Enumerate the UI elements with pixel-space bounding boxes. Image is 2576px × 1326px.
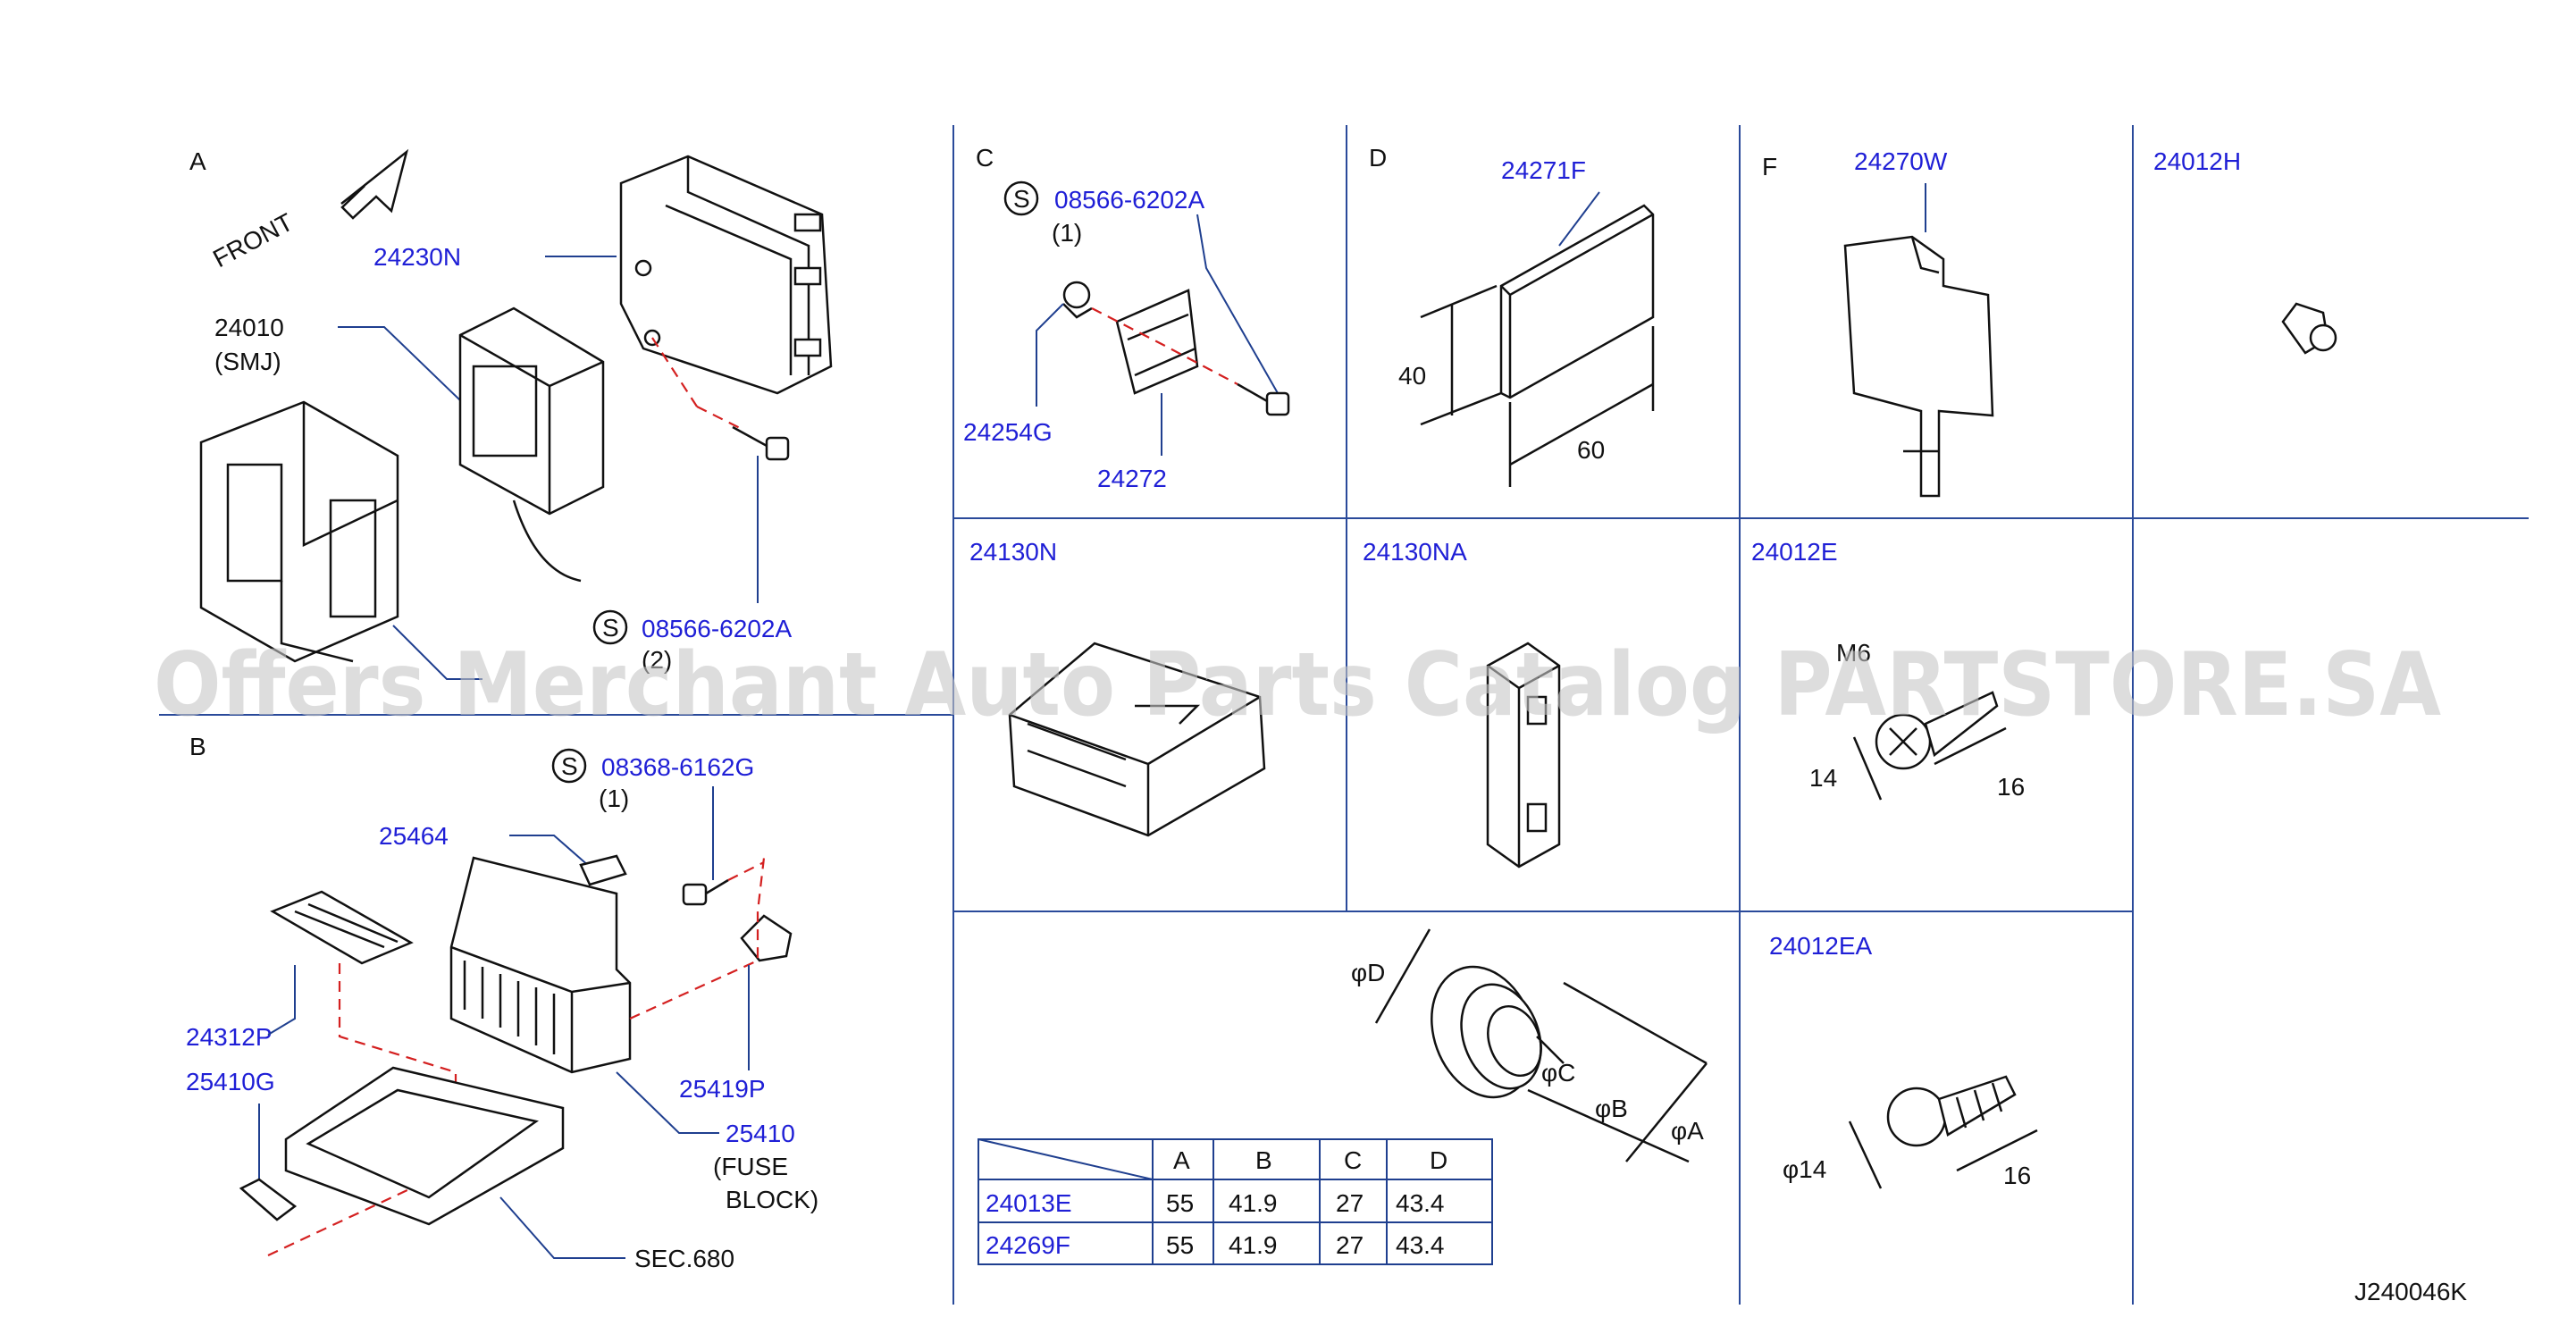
part-25464[interactable]: 25464	[379, 822, 449, 850]
dimension-60-label: 60	[1577, 436, 1605, 464]
part-24272[interactable]: 24272	[1097, 465, 1167, 492]
part-08566-6202A-a[interactable]: 08566-6202A	[642, 615, 792, 642]
dimension-60	[1508, 326, 1655, 487]
section-d-label: D	[1369, 144, 1387, 172]
s-symbol-c: S	[1013, 185, 1030, 213]
relay-tray-drawing	[270, 890, 414, 965]
dimension-m6-label: M6	[1836, 639, 1871, 667]
s-symbol-icon	[551, 748, 587, 784]
bolt-24012ea-drawing	[1886, 1075, 2017, 1147]
dimension-e14-label: 14	[1809, 764, 1837, 792]
table-row-part[interactable]: 24013E	[986, 1189, 1072, 1217]
table-cell: 43.4	[1396, 1189, 1445, 1217]
part-24270W[interactable]: 24270W	[1854, 147, 1948, 175]
clip-24012h-drawing	[2281, 302, 2337, 355]
part-25410-sub1: (FUSE	[713, 1153, 788, 1180]
cover-drawing	[284, 1066, 565, 1226]
connector-drawing	[199, 400, 399, 663]
part-08566-qty-c: (1)	[1052, 219, 1082, 247]
part-08566-qty-a: (2)	[642, 646, 672, 674]
diagram-code: J240046K	[2354, 1278, 2467, 1305]
section-f-label: F	[1762, 153, 1777, 180]
part-25410[interactable]: 25410	[726, 1120, 795, 1147]
panel-grid	[159, 125, 2529, 1305]
dimension-40-label: 40	[1398, 362, 1426, 390]
s-symbol-icon	[592, 609, 628, 645]
table-cell: 43.4	[1396, 1231, 1445, 1259]
dimension-e16-label: 16	[1997, 773, 2025, 801]
dimension-table: A B C D 24013E 55 41.9 27 43.4 24269F 55…	[978, 1138, 1493, 1265]
pad-24271f-drawing	[1499, 204, 1655, 399]
bolt-24012e-drawing	[1875, 691, 1999, 770]
part-24010[interactable]: 24010	[214, 314, 284, 341]
watermark-text: Offers Merchant Auto Parts Catalog PARTS…	[154, 634, 2441, 736]
clip-24254g-drawing	[1062, 281, 1093, 319]
part-08368-qty: (1)	[599, 785, 629, 812]
connector-24130na-drawing	[1486, 642, 1561, 869]
clip-25419p-drawing	[740, 914, 793, 962]
table-header-c: C	[1344, 1146, 1362, 1174]
bolt-b-drawing	[682, 878, 729, 906]
table-cell: 55	[1166, 1189, 1194, 1217]
part-24130NA[interactable]: 24130NA	[1363, 538, 1467, 566]
part-24254G[interactable]: 24254G	[963, 418, 1053, 446]
section-a-label: A	[189, 147, 206, 175]
dimension-ea14	[1848, 1120, 1883, 1189]
dimension-40	[1420, 284, 1502, 426]
table-header-a: A	[1173, 1146, 1190, 1174]
part-25410G[interactable]: 25410G	[186, 1068, 275, 1095]
part-25410-sub2: BLOCK)	[726, 1186, 818, 1213]
dimension-phi14-label: φ14	[1783, 1155, 1826, 1183]
dimension-phiA-label: φA	[1671, 1117, 1704, 1145]
bolt-c-drawing	[1237, 382, 1290, 416]
front-label: FRONT	[208, 208, 298, 273]
dimension-phiD-label: φD	[1351, 959, 1385, 986]
table-row-part[interactable]: 24269F	[986, 1231, 1070, 1259]
front-arrow-icon	[340, 148, 409, 220]
part-24130N[interactable]: 24130N	[969, 538, 1057, 566]
section-c-label: C	[976, 144, 994, 172]
part-24312P[interactable]: 24312P	[186, 1023, 273, 1051]
part-25419P[interactable]: 25419P	[679, 1075, 766, 1103]
connector-24130n-drawing	[1008, 642, 1266, 837]
fuse-block-drawing	[449, 856, 632, 1074]
part-24010-sub: (SMJ)	[214, 348, 281, 375]
table-cell: 41.9	[1229, 1231, 1278, 1259]
bracket-drawing	[619, 155, 833, 395]
grommet-dimensions	[1374, 928, 1708, 1163]
section-b-label: B	[189, 733, 206, 760]
table-cell: 27	[1336, 1189, 1364, 1217]
bolt-a-drawing	[732, 425, 790, 461]
dimension-e14	[1852, 736, 1883, 801]
table-header-b: B	[1255, 1146, 1272, 1174]
part-24271F[interactable]: 24271F	[1501, 156, 1586, 184]
part-24230N[interactable]: 24230N	[373, 243, 461, 271]
table-cell: 27	[1336, 1231, 1364, 1259]
dimension-phiC-label: φC	[1541, 1059, 1575, 1087]
s-symbol-icon	[1003, 180, 1039, 216]
grommet-drawing	[1431, 965, 1542, 1099]
dimension-e16	[1934, 726, 2007, 766]
dimension-ea16-label: 16	[2003, 1162, 2031, 1189]
part-24012H[interactable]: 24012H	[2153, 147, 2241, 175]
table-cell: 41.9	[1229, 1189, 1278, 1217]
sec-680-reference[interactable]: SEC.680	[634, 1245, 734, 1272]
dimension-phiB-label: φB	[1595, 1095, 1628, 1122]
table-header-d: D	[1430, 1146, 1447, 1174]
bracket-24270w-drawing	[1843, 235, 1994, 498]
smj-module-drawing	[458, 306, 605, 583]
table-cell: 55	[1166, 1231, 1194, 1259]
clip-25410g-drawing	[239, 1178, 298, 1221]
part-24012EA[interactable]: 24012EA	[1769, 932, 1873, 960]
fuse-drawing	[579, 854, 627, 886]
dimension-ea16	[1956, 1129, 2038, 1172]
s-symbol-b: S	[561, 752, 578, 780]
part-08368-6162G[interactable]: 08368-6162G	[601, 753, 754, 781]
part-24012E[interactable]: 24012E	[1751, 538, 1838, 566]
s-symbol-a: S	[602, 614, 619, 642]
part-08566-6202A-c[interactable]: 08566-6202A	[1054, 186, 1204, 214]
